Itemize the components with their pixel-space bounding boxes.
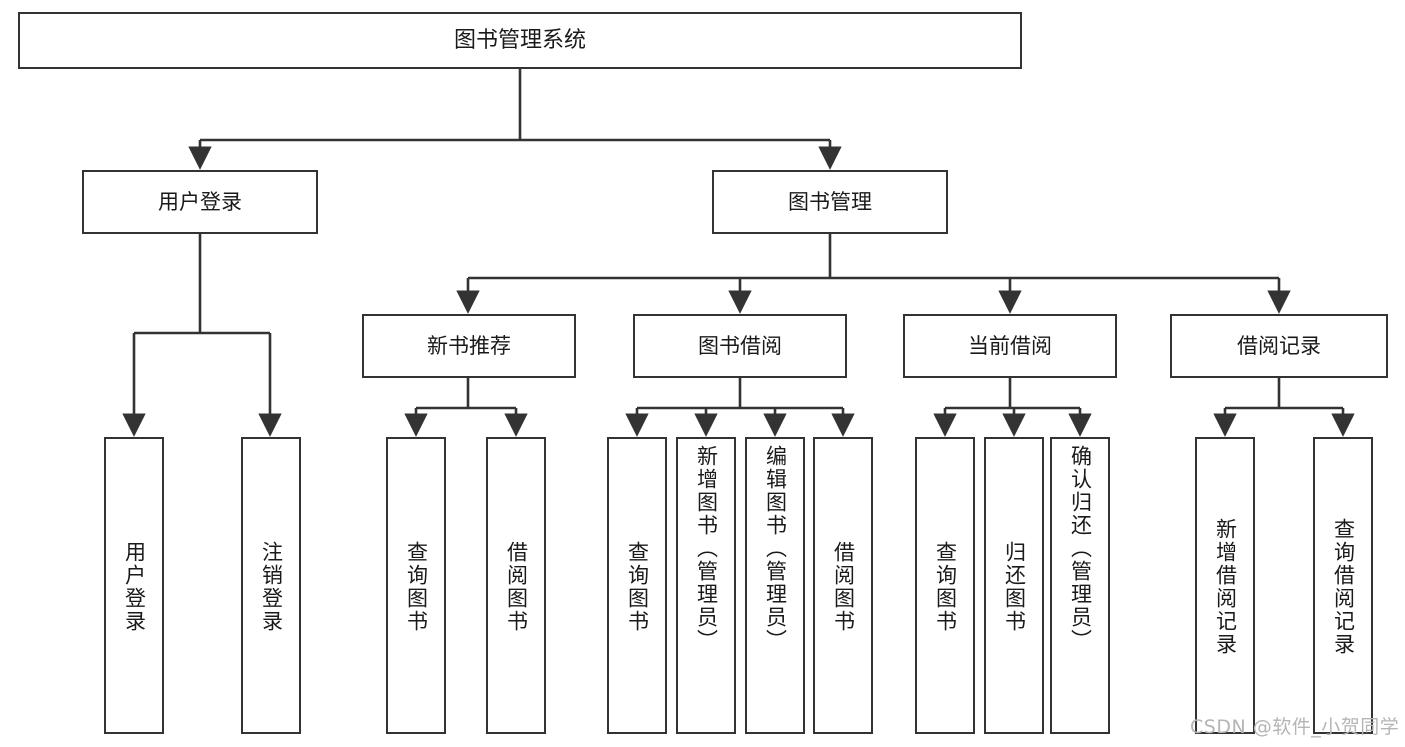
csdn-watermark: CSDN @软件_小贺同学 [1190, 716, 1400, 738]
leaf-borrow-add-book-admin-label: 新增图书（管理员） [694, 445, 719, 652]
leaf-borrow-edit-book-admin[interactable]: 编辑图书（管理员） [745, 437, 805, 734]
leaf-newbook-borrow-book-label: 借阅图书 [504, 540, 529, 633]
leaf-record-query-record[interactable]: 查询借阅记录 [1313, 437, 1373, 734]
node-borrow-record[interactable]: 借阅记录 [1170, 314, 1388, 378]
node-book-borrow[interactable]: 图书借阅 [633, 314, 847, 378]
leaf-user-login-signout[interactable]: 注销登录 [241, 437, 301, 734]
leaf-current-confirm-return-admin-label: 确认归还（管理员） [1068, 445, 1093, 652]
node-new-book-recommend[interactable]: 新书推荐 [362, 314, 576, 378]
leaf-current-query-book-label: 查询图书 [933, 540, 958, 633]
node-new-book-recommend-label: 新书推荐 [427, 333, 511, 358]
leaf-current-return-book-label: 归还图书 [1002, 540, 1027, 633]
leaf-user-login-signin-label: 用户登录 [122, 540, 147, 633]
leaf-record-query-record-label: 查询借阅记录 [1331, 517, 1356, 656]
leaf-current-return-book[interactable]: 归还图书 [984, 437, 1044, 734]
leaf-user-login-signout-label: 注销登录 [259, 540, 284, 633]
node-user-login-label: 用户登录 [158, 189, 242, 214]
leaf-borrow-borrow-book-label: 借阅图书 [831, 540, 856, 633]
node-root-system[interactable]: 图书管理系统 [18, 12, 1022, 69]
node-borrow-record-label: 借阅记录 [1237, 333, 1321, 358]
node-current-borrow[interactable]: 当前借阅 [903, 314, 1117, 378]
leaf-current-confirm-return-admin[interactable]: 确认归还（管理员） [1050, 437, 1110, 734]
leaf-borrow-query-book[interactable]: 查询图书 [607, 437, 667, 734]
node-book-management[interactable]: 图书管理 [712, 170, 948, 234]
leaf-newbook-query-book[interactable]: 查询图书 [386, 437, 446, 734]
leaf-record-add-record-label: 新增借阅记录 [1213, 517, 1238, 656]
leaf-record-add-record[interactable]: 新增借阅记录 [1195, 437, 1255, 734]
node-root-system-label: 图书管理系统 [453, 27, 586, 53]
node-current-borrow-label: 当前借阅 [968, 333, 1052, 358]
node-book-management-label: 图书管理 [788, 189, 872, 214]
node-book-borrow-label: 图书借阅 [698, 333, 782, 358]
leaf-newbook-borrow-book[interactable]: 借阅图书 [486, 437, 546, 734]
leaf-borrow-borrow-book[interactable]: 借阅图书 [813, 437, 873, 734]
node-user-login[interactable]: 用户登录 [82, 170, 318, 234]
leaf-newbook-query-book-label: 查询图书 [404, 540, 429, 633]
leaf-borrow-add-book-admin[interactable]: 新增图书（管理员） [676, 437, 736, 734]
leaf-current-query-book[interactable]: 查询图书 [915, 437, 975, 734]
leaf-borrow-edit-book-admin-label: 编辑图书（管理员） [763, 445, 788, 652]
leaf-borrow-query-book-label: 查询图书 [625, 540, 650, 633]
leaf-user-login-signin[interactable]: 用户登录 [104, 437, 164, 734]
